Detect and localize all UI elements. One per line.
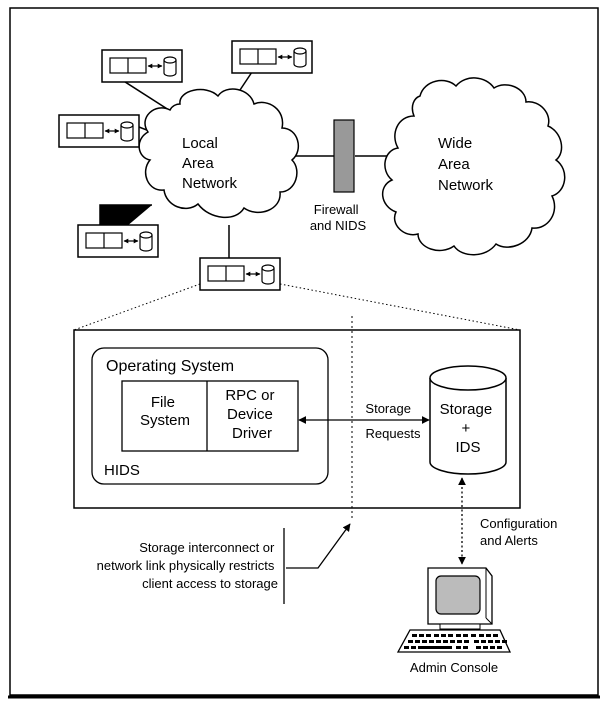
- zoom-lines: [73, 283, 521, 331]
- config-alerts-label: Configuration and Alerts: [480, 516, 561, 548]
- storage-ids-label: Storage + IDS: [440, 401, 497, 456]
- firewall-bar: [333, 119, 355, 193]
- hids-label: HIDS: [104, 462, 140, 479]
- client-workstation-1: [102, 50, 182, 82]
- wan-label: Wide Area Network: [438, 135, 494, 194]
- rpc-label: RPC or Device Driver: [225, 387, 278, 442]
- file-system-label: File System: [140, 394, 190, 429]
- wan-cloud: [382, 77, 566, 256]
- interconnect-note: Storage interconnect or network link phy…: [97, 540, 278, 591]
- admin-console-label: Admin Console: [410, 660, 498, 675]
- figure-frame: [9, 7, 599, 696]
- os-label: Operating System: [106, 358, 234, 375]
- lan-label: Local Area Network: [182, 135, 238, 192]
- monitor-screen: [435, 575, 481, 615]
- note-pointer-arrow: [286, 523, 351, 569]
- client-workstation-4: [78, 225, 158, 257]
- client-workstation-3: [59, 115, 139, 147]
- lan-cloud: [138, 88, 300, 218]
- client-workstation-2: [232, 41, 312, 73]
- firewall-label: Firewall and NIDS: [310, 202, 367, 233]
- client-workstation-5: [200, 258, 280, 290]
- admin-console-computer: [396, 567, 512, 653]
- storage-ids-cylinder: [429, 378, 507, 475]
- fs-rpc-box: [121, 380, 299, 452]
- storage-requests-label: Storage Requests: [365, 401, 421, 441]
